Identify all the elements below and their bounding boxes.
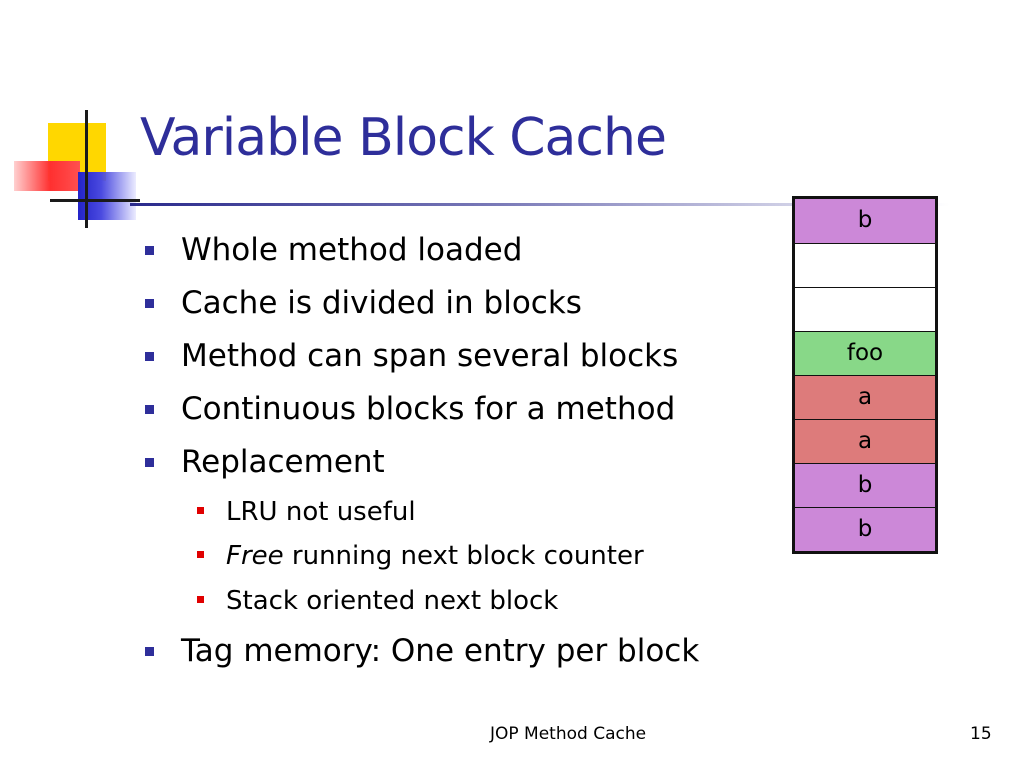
logo-red-bar	[14, 161, 80, 191]
title-underline	[130, 203, 950, 206]
cache-block	[795, 287, 935, 331]
cache-block: b	[795, 507, 935, 551]
bullet-square-icon	[145, 458, 154, 467]
logo-vertical-line	[85, 110, 88, 228]
cache-block-diagram: b foo a a b b	[792, 196, 938, 554]
cache-block: a	[795, 419, 935, 463]
sub-bullet-emphasis: Free	[226, 541, 284, 571]
cache-block: foo	[795, 331, 935, 375]
sub-bullet-square-icon	[197, 596, 204, 603]
sub-bullet-text: Stack oriented next block	[226, 586, 559, 616]
sub-bullet-text: Free running next block counter	[226, 536, 644, 576]
bullet-square-icon	[145, 246, 154, 255]
bullet-text: Method can span several blocks	[181, 338, 679, 374]
bullet-text: Tag memory: One entry per block	[181, 633, 700, 669]
bullet-text: Whole method loaded	[181, 232, 523, 268]
slide-title: Variable Block Cache	[140, 108, 667, 168]
bullet-text: Cache is divided in blocks	[181, 285, 582, 321]
cache-block: b	[795, 199, 935, 243]
cache-block: b	[795, 463, 935, 507]
bullet-square-icon	[145, 647, 154, 656]
sub-bullet-rest: running next block counter	[283, 541, 644, 571]
cache-block: a	[795, 375, 935, 419]
bullet-text: Replacement	[181, 444, 385, 480]
sub-bullet-square-icon	[197, 507, 204, 514]
bullet-square-icon	[145, 405, 154, 414]
bullet-square-icon	[145, 352, 154, 361]
cache-block	[795, 243, 935, 287]
sub-bullet-text: LRU not useful	[226, 497, 416, 527]
logo-horizontal-line	[50, 199, 140, 202]
page-number: 15	[970, 724, 992, 744]
bullet-square-icon	[145, 299, 154, 308]
bullet-text: Continuous blocks for a method	[181, 391, 676, 427]
sub-bullet-square-icon	[197, 551, 204, 558]
footer-title: JOP Method Cache	[490, 724, 647, 744]
